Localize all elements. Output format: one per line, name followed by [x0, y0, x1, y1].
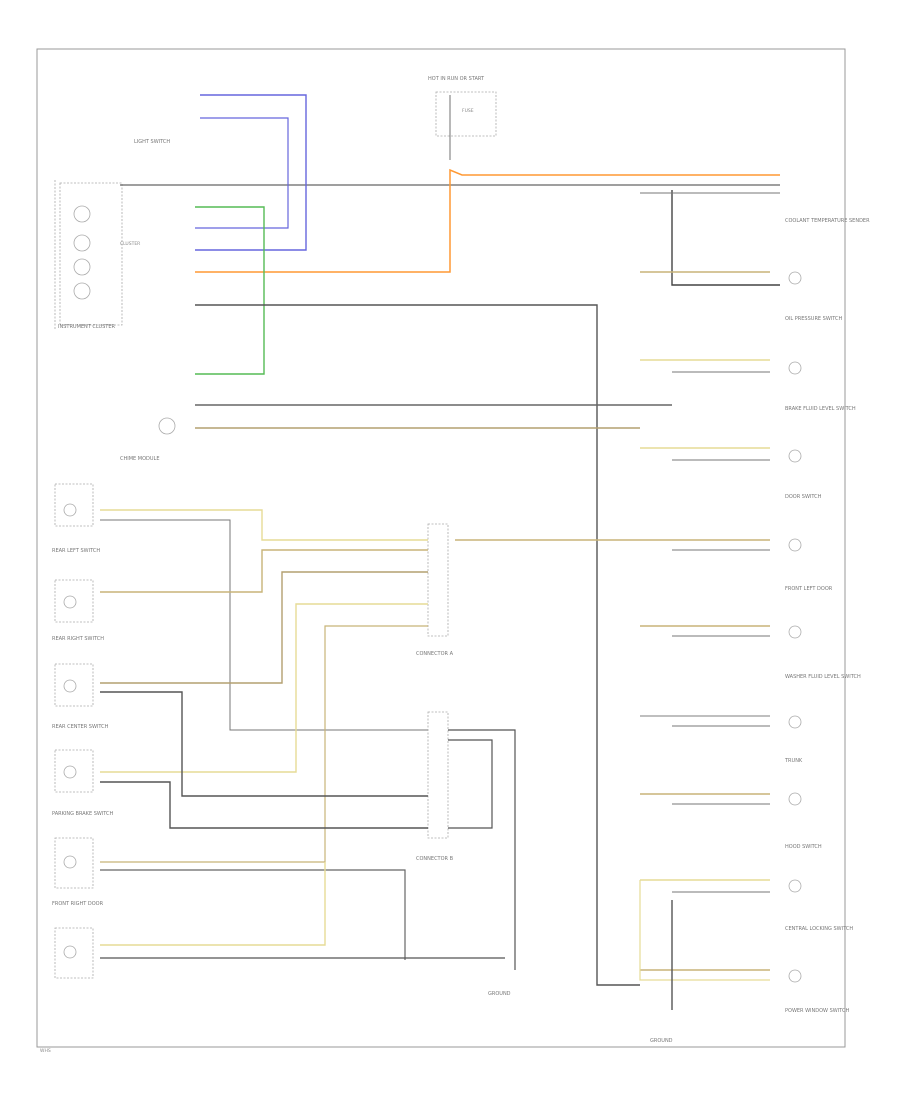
ground-right-label: GROUND	[650, 1038, 673, 1044]
connector-a: CONNECTOR A	[100, 509, 454, 863]
top-relay-label: HOT IN RUN OR START	[428, 76, 485, 82]
instrument-cluster-label: INSTRUMENT CLUSTER	[58, 324, 116, 330]
wire-blue-2	[195, 117, 289, 229]
right-components: COOLANT TEMPERATURE SENDER OIL PRESSURE …	[455, 218, 870, 1044]
corner-code: WHS	[40, 1048, 51, 1054]
wire-blue-1	[195, 94, 307, 251]
ground-left-label: GROUND	[488, 991, 511, 997]
parking-brake-label: PARKING BRAKE SWITCH	[52, 811, 114, 817]
trunk-label: TRUNK	[784, 758, 803, 764]
top-fuse-block: HOT IN RUN OR START FUSE	[428, 76, 497, 160]
rear-left-label: REAR LEFT SWITCH	[52, 548, 100, 554]
door-switch-label: DOOR SWITCH	[785, 494, 822, 500]
instrument-cluster: CLUSTER INSTRUMENT CLUSTER LIGHT SWITCH	[54, 139, 170, 330]
cluster-box-label: CLUSTER	[120, 241, 140, 247]
top-relay-sub-label: FUSE	[462, 108, 474, 114]
front-left-door-label: FRONT LEFT DOOR	[785, 586, 833, 592]
hood-switch-label: HOOD SWITCH	[785, 844, 822, 850]
power-window-label: POWER WINDOW SWITCH	[785, 1008, 849, 1014]
wire-right-vertical	[671, 190, 780, 286]
front-right-door-label: FRONT RIGHT DOOR	[52, 901, 104, 907]
brake-fluid-label: BRAKE FLUID LEVEL SWITCH	[785, 406, 856, 412]
washer-fluid-label: WASHER FLUID LEVEL SWITCH	[785, 674, 861, 680]
middle-long-wires: CHIME MODULE	[120, 404, 672, 462]
connector-b: CONNECTOR B GROUND	[100, 691, 516, 997]
wire-green	[195, 206, 265, 375]
rear-right-label: REAR RIGHT SWITCH	[52, 636, 104, 642]
light-switch-label: LIGHT SWITCH	[134, 139, 170, 145]
central-locking-label: CENTRAL LOCKING SWITCH	[785, 926, 853, 932]
rear-center-label: REAR CENTER SWITCH	[52, 724, 109, 730]
connector-a-label: CONNECTOR A	[416, 651, 454, 657]
left-components: REAR LEFT SWITCH REAR RIGHT SWITCH REAR …	[52, 483, 114, 979]
chime-module-label: CHIME MODULE	[120, 456, 160, 462]
connector-b-label: CONNECTOR B	[416, 856, 454, 862]
wire-orange	[195, 168, 780, 273]
diagram-frame	[36, 48, 846, 1048]
wire-dark-right	[195, 304, 640, 986]
oil-pressure-label: OIL PRESSURE SWITCH	[785, 316, 843, 322]
coolant-sensor-label: COOLANT TEMPERATURE SENDER	[785, 218, 870, 224]
